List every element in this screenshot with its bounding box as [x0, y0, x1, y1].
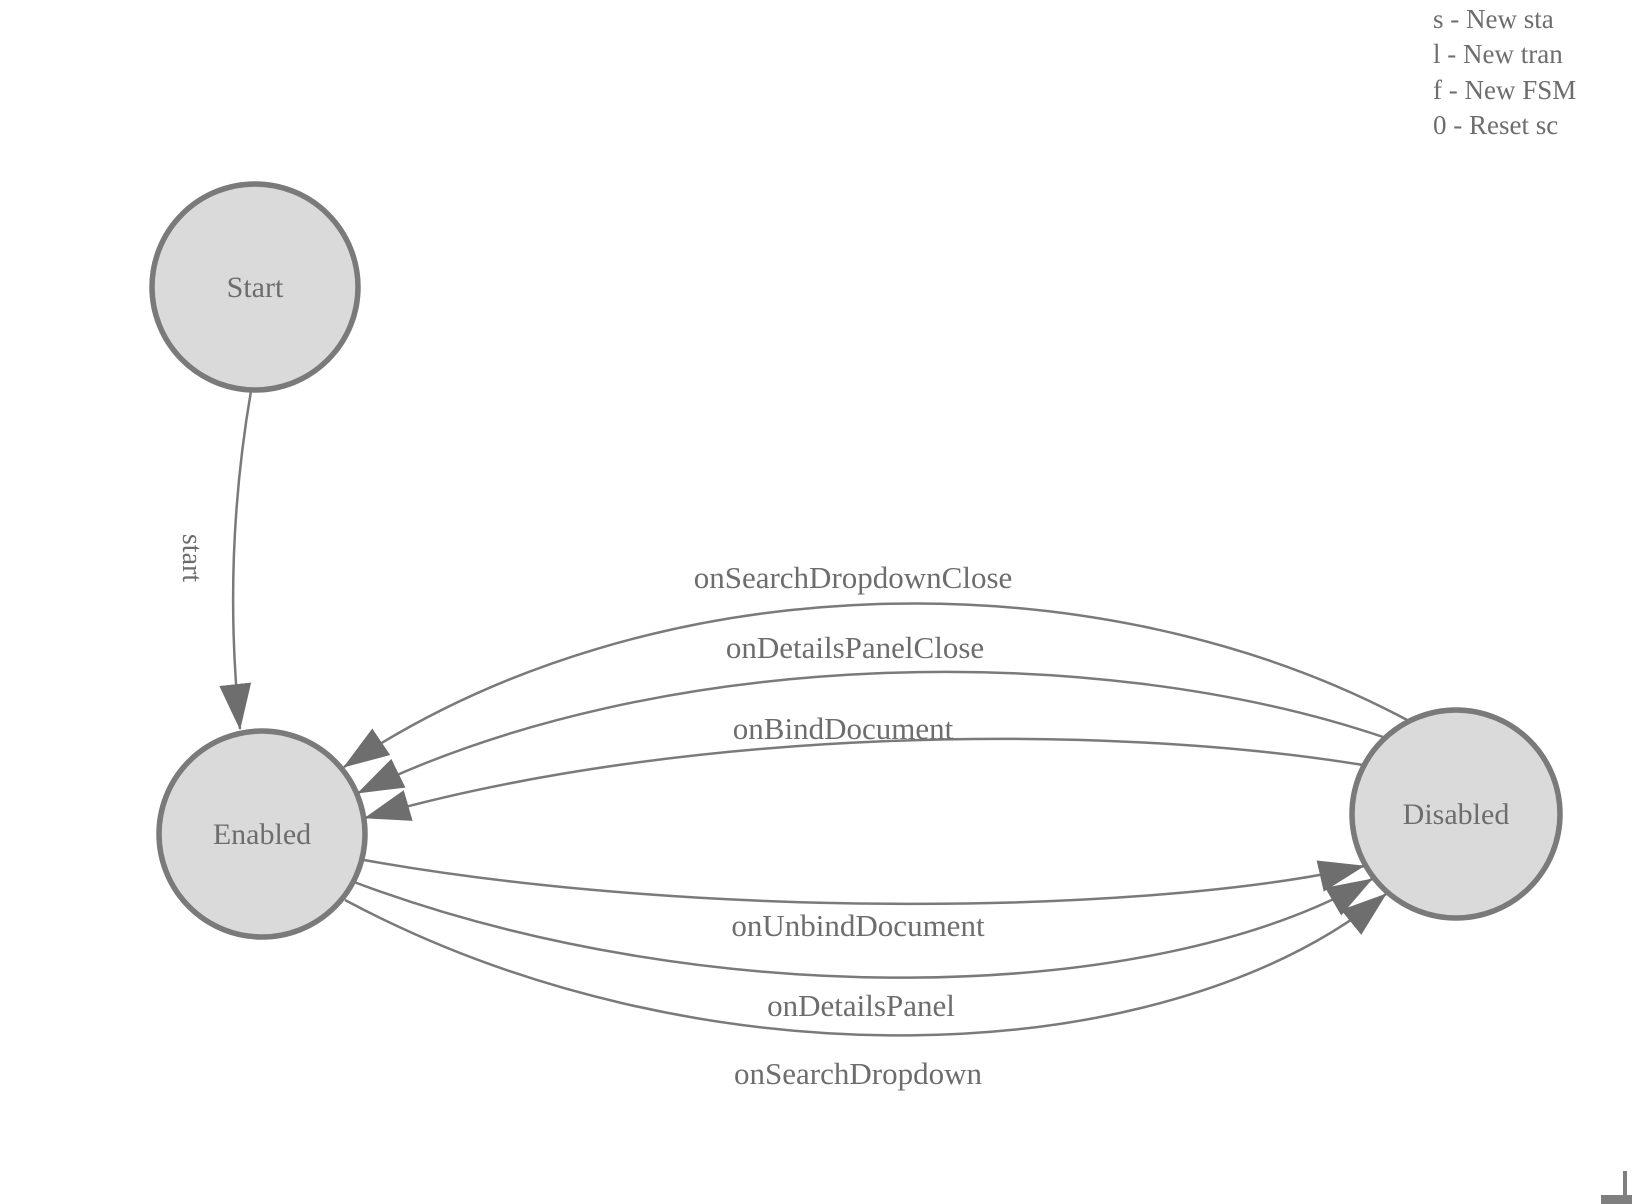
state-circle [156, 728, 368, 940]
transition-edge-onDetailsPanelClose[interactable] [357, 670, 1387, 795]
transition-edge-start[interactable] [219, 390, 253, 730]
corner-horizontal-bar [1601, 1195, 1632, 1204]
state-circle [149, 181, 361, 393]
transition-label-start: start [176, 534, 207, 582]
hotkey-legend: s - New sta l - New tran f - New FSM 0 -… [1433, 4, 1576, 140]
transition-label-onSearchDropdownClose: onSearchDropdownClose [694, 560, 1013, 595]
state-node-disabled[interactable]: Disabled [1349, 707, 1563, 921]
transition-label-onSearchDropdown: onSearchDropdown [734, 1056, 982, 1091]
transition-edge-onBindDocument[interactable] [364, 737, 1364, 821]
corner-vertical-line [1623, 1171, 1627, 1197]
legend-item: s - New sta [1433, 4, 1554, 34]
state-label: Disabled [1403, 798, 1510, 831]
state-label: Enabled [213, 818, 311, 851]
legend-item: 0 - Reset sc [1433, 110, 1558, 140]
transition-edge-onUnbindDocument[interactable] [363, 858, 1365, 906]
transition-label-onDetailsPanel: onDetailsPanel [767, 988, 955, 1023]
transition-label-onDetailsPanelClose: onDetailsPanelClose [726, 630, 984, 665]
transition-label-onUnbindDocument: onUnbindDocument [731, 908, 985, 943]
state-node-start[interactable]: Start [149, 181, 361, 393]
transition-edge-onSearchDropdownClose[interactable] [343, 602, 1410, 769]
transition-edge-onSearchDropdown[interactable] [344, 893, 1387, 1037]
state-circle [1349, 707, 1563, 921]
legend-item: f - New FSM [1433, 75, 1576, 105]
state-node-enabled[interactable]: Enabled [156, 728, 368, 940]
svg-text:start: start [176, 534, 207, 582]
transition-edge-onDetailsPanel[interactable] [353, 877, 1373, 979]
state-label: Start [227, 271, 284, 304]
legend-item: l - New tran [1433, 39, 1563, 69]
transition-label-onBindDocument: onBindDocument [733, 711, 954, 746]
partial-element-corner [1601, 1171, 1632, 1204]
